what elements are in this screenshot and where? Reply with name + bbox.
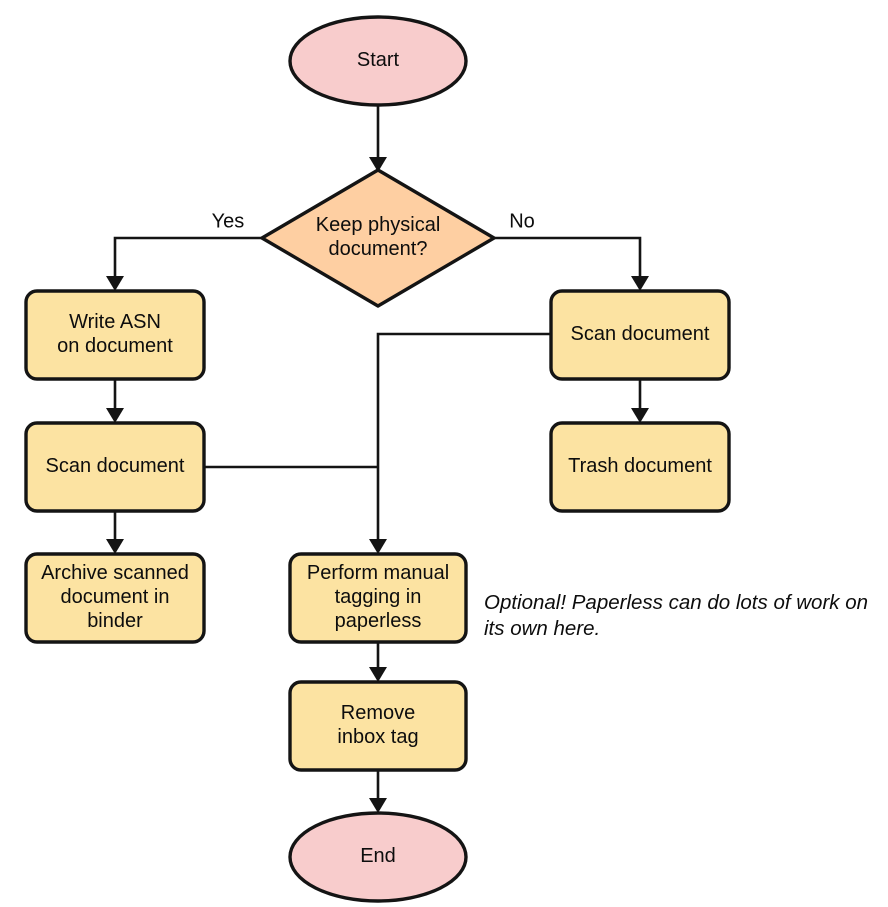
edges-layer: Yes No	[106, 105, 649, 813]
annotations-layer: Optional! Paperless can do lots of work …	[484, 591, 868, 640]
arrowhead-start-to-decision	[369, 157, 387, 172]
edge-line-scan-right-to-manual-tagging	[376, 332, 551, 547]
node-shape-start[interactable]	[288, 15, 468, 107]
annotation-line: Optional! Paperless can do lots of work …	[484, 591, 868, 614]
node-scan-document-left[interactable]: Scan document	[24, 421, 206, 513]
arrowhead-scan-right-to-trash	[631, 408, 649, 423]
node-shape-manual-tagging[interactable]	[288, 552, 468, 644]
arrowhead-manual-tagging-to-remove-inbox	[369, 667, 387, 682]
arrowhead-write-asn-to-scan-left	[106, 408, 124, 423]
edge-remove-inbox-to-end	[369, 770, 387, 813]
node-shape-remove-inbox-tag[interactable]	[288, 680, 468, 772]
node-label-line: document in	[61, 586, 170, 608]
node-label-line: Trash document	[568, 455, 712, 477]
node-label-line: binder	[87, 610, 143, 632]
node-label-line: Remove	[341, 702, 415, 724]
edge-scan-right-to-manual-tagging	[369, 332, 551, 554]
node-label-scan-document-left: Scan document	[46, 455, 185, 477]
edge-scan-left-to-archive	[106, 511, 124, 554]
arrowhead-decision-yes-to-write-asn	[106, 276, 124, 291]
node-scan-document-right[interactable]: Scan document	[549, 289, 731, 381]
node-start[interactable]: Start	[288, 15, 468, 107]
annotation-line: its own here.	[484, 617, 600, 640]
node-end[interactable]: End	[288, 811, 468, 903]
node-label-line: paperless	[335, 610, 422, 632]
node-shape-end[interactable]	[288, 811, 468, 903]
node-label-line: Scan document	[571, 323, 710, 345]
edge-scan-right-to-trash	[631, 379, 649, 423]
edge-line-decision-yes-to-write-asn	[113, 236, 262, 284]
edge-start-to-decision	[369, 105, 387, 172]
node-label-line: Perform manual	[307, 562, 449, 584]
node-label-start: Start	[357, 49, 400, 71]
node-label-line: Archive scanned	[41, 562, 189, 584]
node-label-line: End	[360, 845, 396, 867]
node-label-line: Keep physical	[316, 214, 441, 236]
node-label-line: Start	[357, 49, 400, 71]
node-label-line: Scan document	[46, 455, 185, 477]
node-shape-keep-physical[interactable]	[260, 168, 496, 308]
node-label-line: inbox tag	[337, 726, 418, 748]
arrowhead-decision-no-to-scan-right	[631, 276, 649, 291]
node-shape-trash-document[interactable]	[549, 421, 731, 513]
annotation-optional-note: Optional! Paperless can do lots of work …	[484, 591, 868, 640]
arrowhead-scan-right-to-manual-tagging	[369, 539, 387, 554]
node-label-line: document?	[329, 238, 428, 260]
node-shape-scan-document-right[interactable]	[549, 289, 731, 381]
node-label-line: Write ASN	[69, 311, 161, 333]
edge-line-decision-no-to-scan-right	[494, 236, 642, 284]
edge-label-no: No	[509, 210, 535, 232]
node-label-scan-document-right: Scan document	[571, 323, 710, 345]
edge-decision-yes-to-write-asn: Yes	[106, 210, 262, 291]
node-shape-archive-binder[interactable]	[24, 552, 206, 644]
edge-label-yes: Yes	[212, 210, 245, 232]
node-shape-scan-document-left[interactable]	[24, 421, 206, 513]
node-label-end: End	[360, 845, 396, 867]
edge-manual-tagging-to-remove-inbox	[369, 642, 387, 682]
edge-write-asn-to-scan-left	[106, 379, 124, 423]
node-shape-write-asn[interactable]	[24, 289, 206, 381]
arrowhead-remove-inbox-to-end	[369, 798, 387, 813]
arrowhead-scan-left-to-archive	[106, 539, 124, 554]
node-trash-document[interactable]: Trash document	[549, 421, 731, 513]
node-label-trash-document: Trash document	[568, 455, 712, 477]
node-label-line: on document	[57, 335, 173, 357]
edge-decision-no-to-scan-right: No	[494, 210, 649, 291]
node-label-line: tagging in	[335, 586, 422, 608]
